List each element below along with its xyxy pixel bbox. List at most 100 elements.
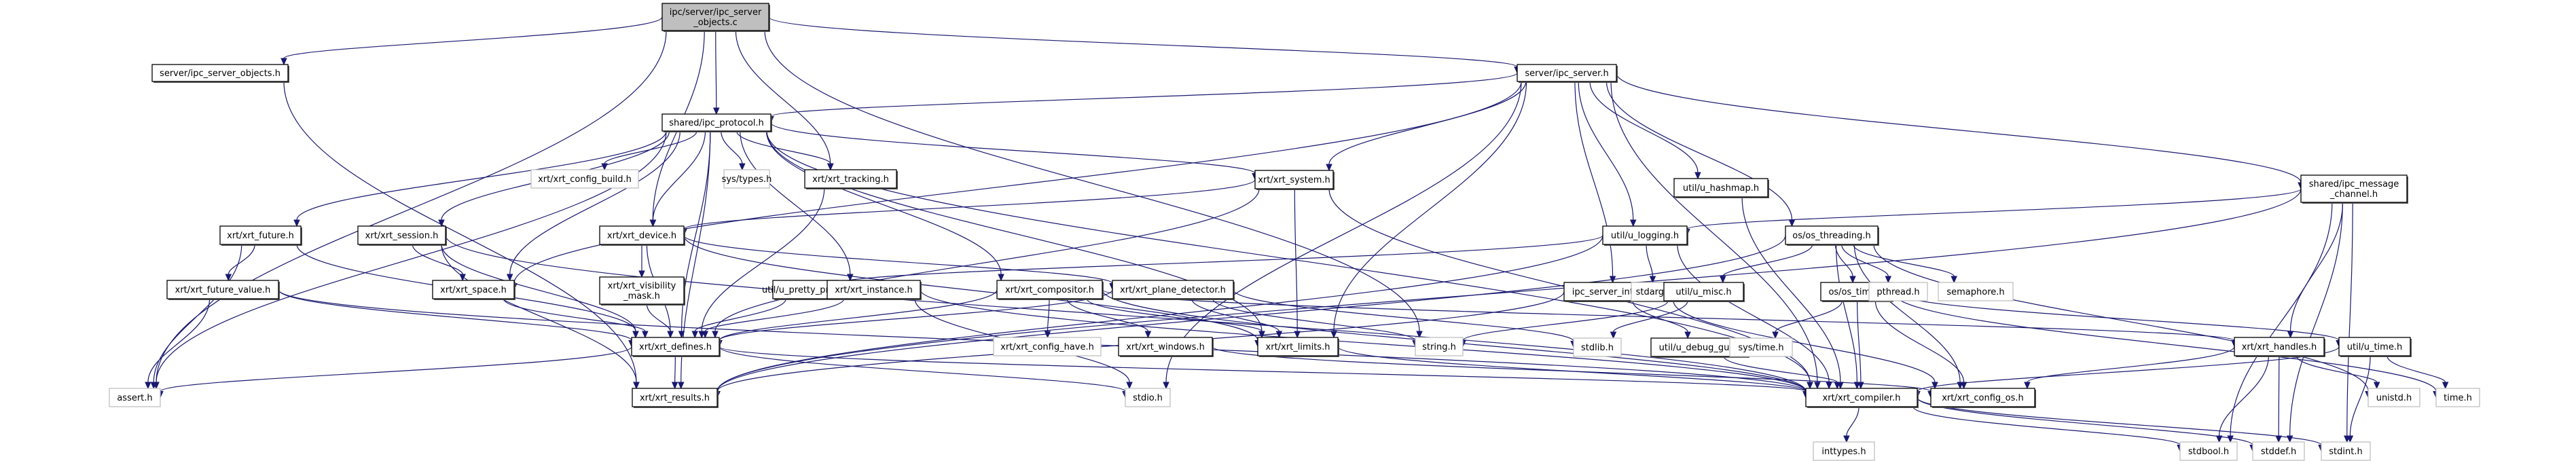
edge-root-to-string_h <box>764 30 1420 332</box>
node-util-u-misc-h[interactable]: util/u_misc.h <box>1663 282 1745 302</box>
node-string-h: string.h <box>1415 337 1464 356</box>
node-xrt-xrt-handles-h[interactable]: xrt/xrt_handles.h <box>2234 337 2325 357</box>
node-xrt-xrt-device-h[interactable]: xrt/xrt_device.h <box>599 225 685 246</box>
node-label: xrt/xrt_future.h <box>227 231 294 241</box>
edge-os_time_h-to-sys_time_h <box>1775 300 1843 333</box>
arrowhead-icon <box>712 331 719 339</box>
node-label: server/ipc_server_objects.h <box>160 69 280 79</box>
edge-xrt_defines_h-to-xrt_compiler_h <box>719 346 1807 392</box>
edge-xrt_future_value_h-to-xrt_defines_h <box>278 289 632 342</box>
node-xrt-xrt-plane-detector-h[interactable]: xrt/xrt_plane_detector.h <box>1112 280 1235 300</box>
node-xrt-xrt-limits-h[interactable]: xrt/xrt_limits.h <box>1257 337 1339 357</box>
node-box <box>1805 388 1918 407</box>
node-box <box>109 388 161 407</box>
node-server-ipc-server-objects-h[interactable]: server/ipc_server_objects.h <box>151 64 289 83</box>
node-box <box>1930 388 2035 407</box>
edge-xrt_space_h-to-xrt_defines_h <box>503 298 646 332</box>
edge-ipc_server_h-to-ipc_protocol_h <box>770 72 1518 117</box>
node-util-u-time-h[interactable]: util/u_time.h <box>2338 337 2412 357</box>
node-sys-time-h: sys/time.h <box>1729 337 1793 357</box>
node-box <box>1517 64 1617 82</box>
edge-ipc_server_h-to-os_threading_h <box>1606 81 1793 221</box>
node-ipc-server-ipc-server-objects-c[interactable]: ipc/server/ipc_server_objects.c <box>661 3 770 32</box>
node-xrt-xrt-config-have-h: xrt/xrt_config_have.h <box>993 337 1102 356</box>
edge-ipc_server_h-to-xrt_compiler_h <box>1610 81 1818 383</box>
arrowhead-icon <box>2346 435 2354 443</box>
edge-xrt_future_h-to-xrt_future_value_h <box>228 244 255 275</box>
node-label: util/u_misc.h <box>1675 287 1731 297</box>
edge-xrt_compositor_h-to-xrt_windows_h <box>1066 298 1149 332</box>
node-semaphore-h: semaphore.h <box>1938 282 2014 301</box>
edge-ipc_server_h-to-stdio_h <box>1165 81 1522 383</box>
arrowhead-icon <box>677 382 685 390</box>
arrowhead-icon <box>649 219 657 227</box>
arrowhead-icon <box>1772 331 1779 339</box>
node-box <box>1254 170 1334 189</box>
node-label: util/u_debug_gui.h <box>1659 343 1741 353</box>
edge-ipc_server_h-to-xrt_space_h <box>513 81 1522 284</box>
node-xrt-xrt-defines-h[interactable]: xrt/xrt_defines.h <box>631 337 721 357</box>
node-server-ipc-server-h[interactable]: server/ipc_server.h <box>1517 64 1618 83</box>
node-shared-ipc-message-channel-h[interactable]: shared/ipc_message_channel.h <box>2300 174 2408 204</box>
edge-u_logging_h-to-xrt_results_h <box>716 235 1603 392</box>
edge-u_logging_h-to-u_pretty_print_h <box>837 234 1603 284</box>
edge-ipc_msg_channel_h-to-stddef_h <box>2289 202 2343 437</box>
node-stdbool-h: stdbool.h <box>2179 441 2238 461</box>
node-util-u-hashmap-h[interactable]: util/u_hashmap.h <box>1673 178 1769 198</box>
node-os-os-threading-h[interactable]: os/os_threading.h <box>1785 225 1879 246</box>
node-xrt-xrt-space-h[interactable]: xrt/xrt_space.h <box>432 280 515 300</box>
node-xrt-xrt-tracking-h[interactable]: xrt/xrt_tracking.h <box>804 169 898 189</box>
node-label: xrt/xrt_config_build.h <box>538 174 632 185</box>
arrowhead-icon <box>1931 382 1938 390</box>
arrowhead-icon <box>1294 331 1301 339</box>
arrowhead-icon <box>702 331 709 339</box>
arrowhead-icon <box>1951 276 1957 284</box>
node-box <box>996 280 1103 299</box>
arrowhead-icon <box>1258 331 1265 339</box>
node-inttypes-h: inttypes.h <box>1813 441 1875 461</box>
node-label: xrt/xrt_compositor.h <box>1005 285 1094 295</box>
node-box <box>432 280 515 299</box>
node-label: xrt/xrt_future_value.h <box>175 285 271 295</box>
node-box <box>2338 337 2411 356</box>
node-box <box>1663 282 1744 301</box>
arrowhead-icon <box>2287 331 2294 339</box>
arrowhead-icon <box>225 274 232 282</box>
node-xrt-xrt-session-h[interactable]: xrt/xrt_session.h <box>357 225 447 246</box>
node-box <box>530 169 639 189</box>
node-xrt-xrt-config-os-h[interactable]: xrt/xrt_config_os.h <box>1930 388 2036 408</box>
node-label: server/ipc_server.h <box>1525 69 1608 79</box>
edge-xrt_instance_h-to-xrt_defines_h <box>704 298 845 332</box>
node-label: xrt/xrt_results.h <box>640 393 710 403</box>
node-util-u-logging-h[interactable]: util/u_logging.h <box>1602 225 1688 246</box>
edge-ipc_server_interface_h-to-u_debug_gui_h <box>1632 300 1688 333</box>
arrowhead-icon <box>506 274 513 282</box>
arrowhead-icon <box>739 163 746 171</box>
arrowhead-icon <box>642 331 649 339</box>
edge-srv_objs_h-to-xrt_results_h <box>283 81 637 383</box>
node-xrt-xrt-compiler-h[interactable]: xrt/xrt_compiler.h <box>1805 388 1919 408</box>
node-xrt-xrt-instance-h[interactable]: xrt/xrt_instance.h <box>827 280 922 300</box>
node-xrt-xrt-visibility-mask-h[interactable]: xrt/xrt_visibility_mask.h <box>599 276 685 306</box>
node-label: shared/ipc_protocol.h <box>669 118 764 128</box>
node-xrt-xrt-compositor-h[interactable]: xrt/xrt_compositor.h <box>996 280 1104 300</box>
arrowhead-icon <box>847 274 854 282</box>
edge-os_threading_h-to-unistd_h <box>1873 244 2369 392</box>
node-xrt-xrt-future-h[interactable]: xrt/xrt_future.h <box>219 225 302 246</box>
edge-u_logging_h-to-stdarg_h <box>1646 244 1654 277</box>
edge-u_misc_h-to-string_h <box>1462 300 1669 342</box>
edge-xrt_instance_h-to-xrt_compiler_h <box>920 289 1807 392</box>
edge-xrt_system_h-to-xrt_defines_h <box>714 188 1260 332</box>
node-xrt-xrt-windows-h[interactable]: xrt/xrt_windows.h <box>1118 337 1214 357</box>
node-xrt-xrt-system-h[interactable]: xrt/xrt_system.h <box>1254 170 1335 190</box>
node-shared-ipc-protocol-h[interactable]: shared/ipc_protocol.h <box>661 113 772 132</box>
node-label: xrt/xrt_compiler.h <box>1823 393 1901 403</box>
node-xrt-xrt-future-value-h[interactable]: xrt/xrt_future_value.h <box>166 280 280 300</box>
node-label: xrt/xrt_tracking.h <box>812 174 889 185</box>
node-stddef-h: stddef.h <box>2252 441 2305 461</box>
edge-ipc_protocol_h-to-assert_h <box>156 130 667 383</box>
arrowhead-icon <box>1629 219 1637 227</box>
edge-u_time_h-to-stdint_h <box>2349 355 2371 437</box>
node-xrt-xrt-results-h[interactable]: xrt/xrt_results.h <box>632 388 719 408</box>
node-label: stdbool.h <box>2188 447 2229 457</box>
